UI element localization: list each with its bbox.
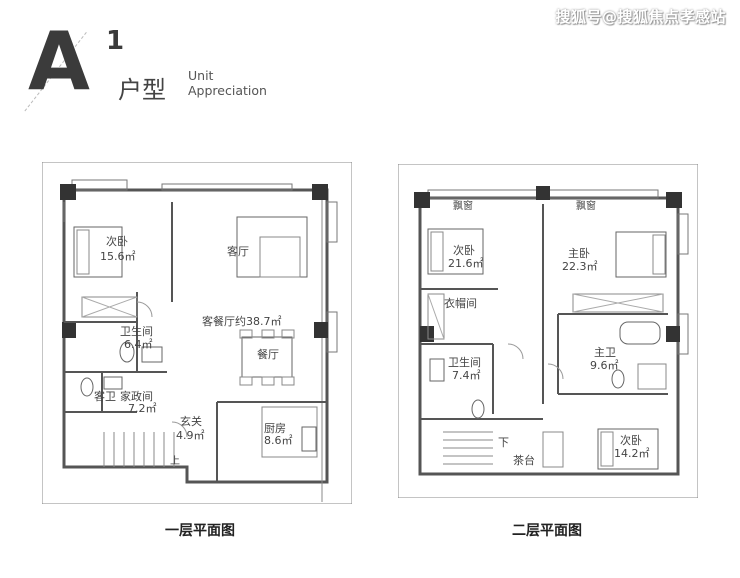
f2-bay1: 飘窗 <box>453 199 473 212</box>
f1-stair: 上 <box>170 455 180 467</box>
f1-foyer-area: 4.9㎡ <box>176 429 205 442</box>
title-en-line2: Appreciation <box>188 83 267 98</box>
f2-closet: 衣帽间 <box>444 296 477 310</box>
f1-living: 客厅 <box>227 244 249 258</box>
title-cn: 户型 <box>118 76 166 104</box>
f2-bath-area: 7.4㎡ <box>452 369 481 382</box>
f1-bath-name: 卫生间 <box>120 324 153 338</box>
unit-letter: A <box>28 15 90 108</box>
floor1-plan: 次卧 15.6㎡ 客厅 卫生间 6.4㎡ 客餐厅约38.7㎡ 餐厅 客卫 家政间… <box>42 162 352 504</box>
f1-maid-area: 7.2㎡ <box>128 402 157 415</box>
floor1-caption: 一层平面图 <box>165 523 235 539</box>
f1-bedroom-name: 次卧 <box>106 234 128 248</box>
f2-master-name: 主卧 <box>568 247 590 260</box>
f2-bath-name: 卫生间 <box>448 355 481 369</box>
title-en-line1: Unit <box>188 68 214 83</box>
f2-tea: 茶台 <box>513 453 535 467</box>
unit-header: A 1 户型 Unit Appreciation <box>24 15 288 113</box>
f1-dining: 餐厅 <box>257 347 279 361</box>
f2-master-bath-area: 9.6㎡ <box>590 359 619 372</box>
f1-kitchen-area: 8.6㎡ <box>264 434 293 447</box>
title-en: Unit Appreciation <box>188 68 267 98</box>
floor2-plan: 飘窗 飘窗 次卧 21.6㎡ 主卧 22.3㎡ 衣帽间 卫生间 7.4㎡ 主卫 … <box>398 164 698 498</box>
f1-bedroom-area: 15.6㎡ <box>100 250 136 263</box>
floor2-caption: 二层平面图 <box>512 523 582 539</box>
watermark-text: 搜狐号@搜狐焦点孝感站 <box>555 8 726 26</box>
f1-maid-name: 家政间 <box>120 389 153 403</box>
f1-foyer-name: 玄关 <box>180 414 202 428</box>
f2-bay2: 飘窗 <box>576 199 596 212</box>
f1-kitchen-name: 厨房 <box>264 422 286 435</box>
f1-bath-area: 6.4㎡ <box>124 338 153 351</box>
f1-guest-wc: 客卫 <box>94 389 116 403</box>
f2-bed3-area: 14.2㎡ <box>614 447 650 460</box>
f2-bed3-name: 次卧 <box>620 433 642 447</box>
f2-bed2-name: 次卧 <box>453 243 475 257</box>
f2-stair: 下 <box>498 436 509 449</box>
f2-master-area: 22.3㎡ <box>562 260 598 273</box>
f2-bed2-area: 21.6㎡ <box>448 257 484 270</box>
f1-living-dining: 客餐厅约38.7㎡ <box>202 314 282 328</box>
unit-number: 1 <box>106 26 125 56</box>
f2-master-bath-name: 主卫 <box>594 346 616 359</box>
